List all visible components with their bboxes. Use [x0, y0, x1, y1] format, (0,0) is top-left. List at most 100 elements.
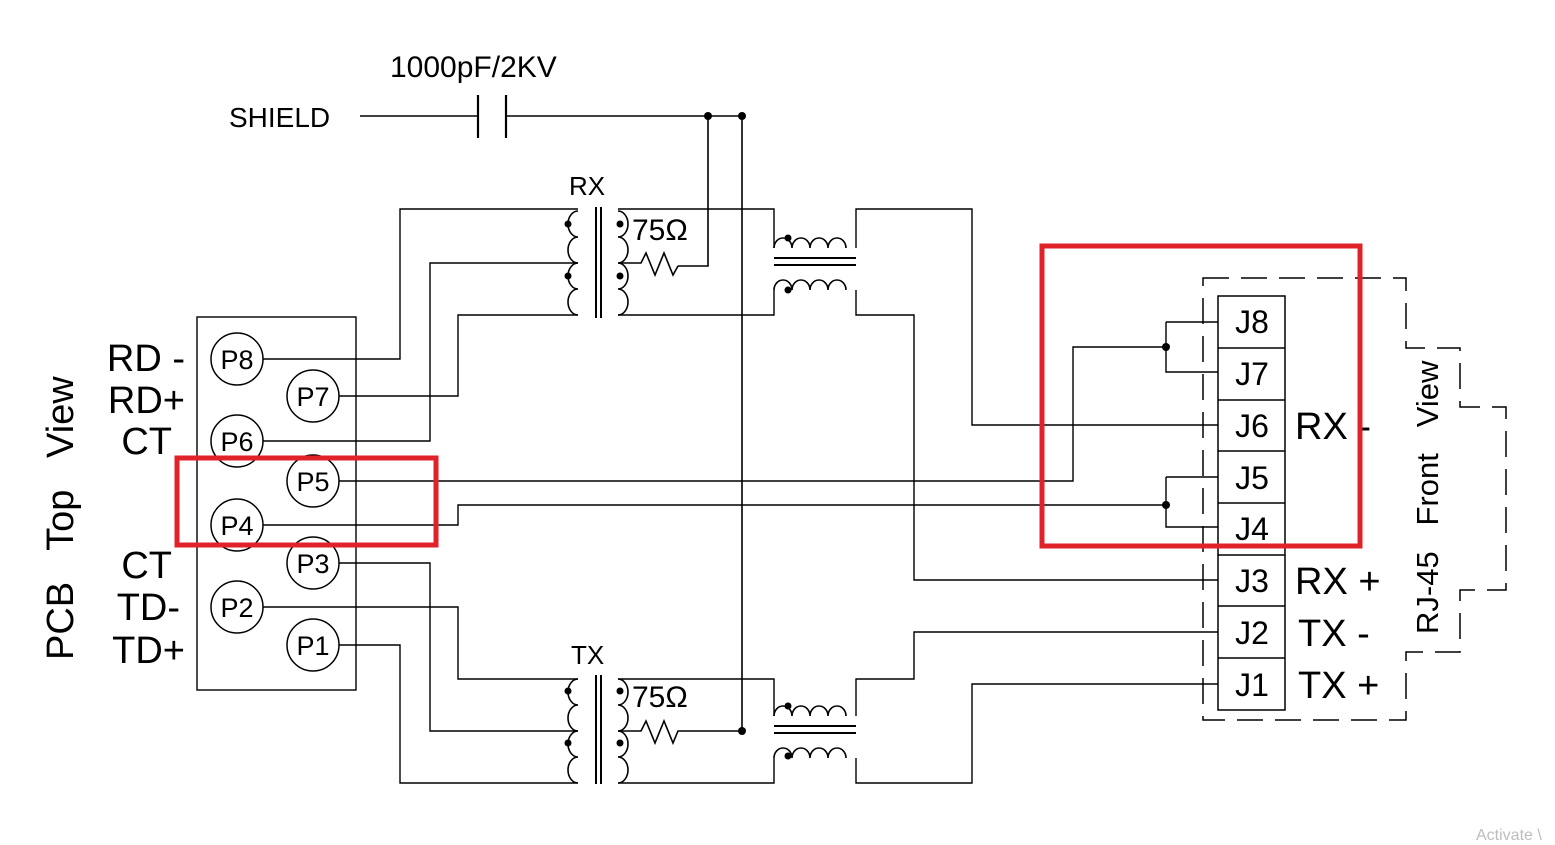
- polarity-dot: [564, 220, 572, 228]
- polarity-dot: [784, 702, 792, 710]
- highlight-box-j8-j4: [1039, 243, 1363, 549]
- wire-j8-j7: [1165, 321, 1218, 373]
- pcb-signal-td-minus: TD-: [117, 587, 180, 629]
- tx-choke-bottom-coil: [773, 747, 847, 759]
- pin-label: P6: [220, 427, 253, 457]
- polarity-dot: [616, 687, 624, 695]
- junction-dot: [1162, 501, 1170, 509]
- pin-j5: J5: [1235, 460, 1269, 496]
- pin-label: P3: [296, 549, 329, 579]
- rj45-pin-dividers: [1218, 347, 1285, 659]
- tx-transformer-section: TX 75Ω: [564, 640, 856, 784]
- wire-p2: [262, 606, 578, 680]
- pin-j3: J3: [1235, 563, 1269, 599]
- rx-choke-top-coil: [773, 237, 847, 249]
- pin-label: P1: [296, 631, 329, 661]
- wire-p7: [338, 314, 578, 397]
- tx-choke-top-coil: [773, 705, 847, 717]
- pin-j4: J4: [1235, 511, 1269, 547]
- rj45-signal-tx-plus: TX +: [1298, 665, 1379, 707]
- wire-to-j6: [855, 208, 1218, 426]
- wire-tx-sec-top: [618, 678, 775, 716]
- wire-p1: [338, 644, 578, 784]
- pin-circle: [286, 369, 340, 423]
- polarity-dot: [564, 739, 572, 747]
- pin-p1: P1: [286, 618, 340, 672]
- wire-tx-sec-bottom: [618, 758, 775, 784]
- pin-p4: P4: [210, 498, 264, 552]
- rx-resistor-label: 75Ω: [632, 214, 688, 247]
- pin-label: P7: [296, 382, 329, 412]
- pcb-signal-rd-minus: RD -: [107, 338, 185, 380]
- pin-circle: [286, 618, 340, 672]
- wire-to-j3: [855, 290, 1218, 581]
- rj45-signal-tx-minus: TX -: [1298, 613, 1370, 655]
- tx-resistor: [618, 718, 742, 746]
- tx-resistor-label: 75Ω: [632, 681, 688, 714]
- pin-circle: [286, 454, 340, 508]
- pin-circle: [210, 414, 264, 468]
- rj45-side-label: RJ-45 Front View: [1410, 360, 1445, 634]
- shield-wire: [360, 115, 743, 731]
- rx-title: RX: [569, 171, 605, 201]
- wiring: [262, 208, 1218, 784]
- polarity-dot: [784, 286, 792, 294]
- wire-rx-sec-bottom: [618, 290, 775, 316]
- pin-label: P8: [220, 345, 253, 375]
- rj45-signal-rx-plus: RX +: [1295, 561, 1381, 603]
- shield-label: SHIELD: [229, 102, 330, 133]
- wire-j5-j4: [1165, 476, 1218, 528]
- polarity-dot: [784, 234, 792, 242]
- pin-circle: [210, 332, 264, 386]
- pin-label: P5: [296, 467, 329, 497]
- highlight-box-p5-p4: [174, 455, 439, 548]
- rj45-outline: [1202, 277, 1507, 721]
- polarity-dot: [564, 687, 572, 695]
- pin-label: P2: [220, 593, 253, 623]
- wire-p4: [262, 504, 1166, 526]
- wire-p8: [262, 208, 578, 360]
- pin-circle: [210, 580, 264, 634]
- pin-j1: J1: [1235, 667, 1269, 703]
- rj45-connector: J8 J7 J6 J5 J4 J3 J2 J1 RX - RX + TX - T…: [1202, 277, 1507, 721]
- pin-circle: [286, 536, 340, 590]
- junction-dot: [704, 112, 712, 120]
- pcb-signal-ct-bottom: CT: [121, 545, 172, 587]
- pcb-signal-td-plus: TD+: [112, 630, 185, 672]
- pcb-side-label: PCB Top View: [40, 376, 82, 660]
- pin-p8: P8: [210, 332, 264, 386]
- pin-p5: P5: [286, 454, 340, 508]
- rx-resistor: [618, 250, 679, 278]
- pin-p7: P7: [286, 369, 340, 423]
- pin-j6: J6: [1235, 408, 1269, 444]
- polarity-dot: [616, 220, 624, 228]
- pcb-connector-body: [196, 316, 357, 691]
- pin-p6: P6: [210, 414, 264, 468]
- wire-p3: [338, 562, 578, 732]
- pcb-signal-rd-plus: RD+: [108, 380, 185, 422]
- pin-p2: P2: [210, 580, 264, 634]
- polarity-dot: [564, 272, 572, 280]
- pin-j8: J8: [1235, 304, 1269, 340]
- pin-label: P4: [220, 511, 253, 541]
- pin-j2: J2: [1235, 615, 1269, 651]
- wire-rx-sec-top: [618, 208, 775, 248]
- polarity-dot: [616, 272, 624, 280]
- capacitor-label: 1000pF/2KV: [390, 51, 557, 84]
- pin-circle: [210, 498, 264, 552]
- watermark-text: Activate \: [1476, 827, 1542, 844]
- wire-to-j1: [855, 683, 1218, 784]
- polarity-dot: [784, 752, 792, 760]
- pin-j7: J7: [1235, 356, 1269, 392]
- pin-p3: P3: [286, 536, 340, 590]
- wire-p6: [262, 262, 578, 442]
- polarity-dot: [616, 739, 624, 747]
- pcb-signal-ct-top: CT: [121, 421, 172, 463]
- junction-dot: [738, 112, 746, 120]
- tx-title: TX: [571, 640, 604, 670]
- wire-p5: [338, 346, 1166, 482]
- rx-choke-bottom-coil: [773, 279, 847, 291]
- shield-capacitor: 1000pF/2KV SHIELD: [229, 51, 746, 735]
- wire-to-j2: [855, 631, 1218, 716]
